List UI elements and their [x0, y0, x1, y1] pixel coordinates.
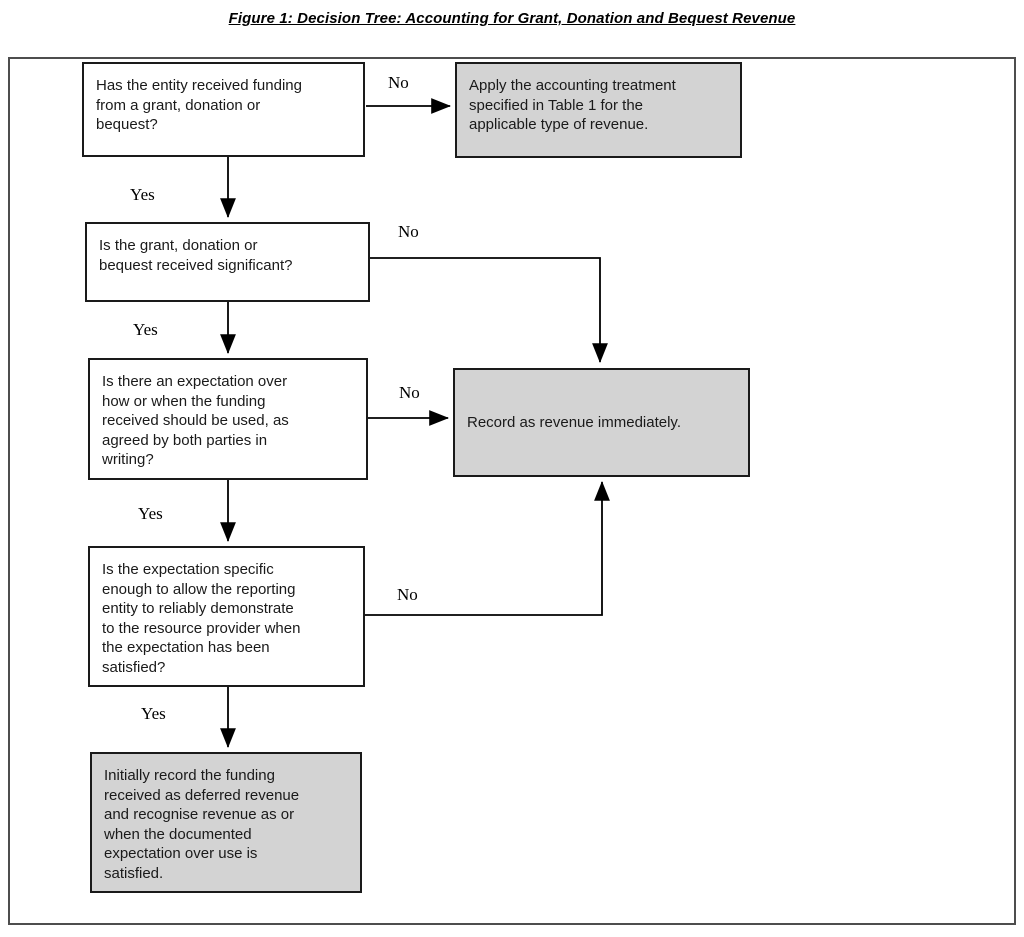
node-question-expectation-exists: Is there an expectation over how or when…: [88, 358, 368, 480]
edge-label-no-q3: No: [399, 383, 420, 402]
edge-label-yes-q3: Yes: [138, 504, 163, 523]
figure-title: Figure 1: Decision Tree: Accounting for …: [228, 10, 796, 27]
node-question-funding-received: Has the entity received funding from a g…: [82, 62, 365, 157]
node-outcome-apply-table1: Apply the accounting treatment specified…: [455, 62, 742, 158]
node-question-significant: Is the grant, donation or bequest receiv…: [85, 222, 370, 302]
node-outcome-deferred-revenue: Initially record the funding received as…: [90, 752, 362, 893]
edge-label-yes-q1: Yes: [130, 185, 155, 204]
edge-label-yes-q4: Yes: [141, 704, 166, 723]
node-question-expectation-specific: Is the expectation specific enough to al…: [88, 546, 365, 687]
diagram-frame: [8, 57, 1016, 925]
edge-label-no-q4: No: [397, 585, 418, 604]
edge-label-yes-q2: Yes: [133, 320, 158, 339]
node-outcome-record-immediately: Record as revenue immediately.: [453, 368, 750, 477]
edge-label-no-q2: No: [398, 222, 419, 241]
edge-label-no-q1: No: [388, 73, 409, 92]
